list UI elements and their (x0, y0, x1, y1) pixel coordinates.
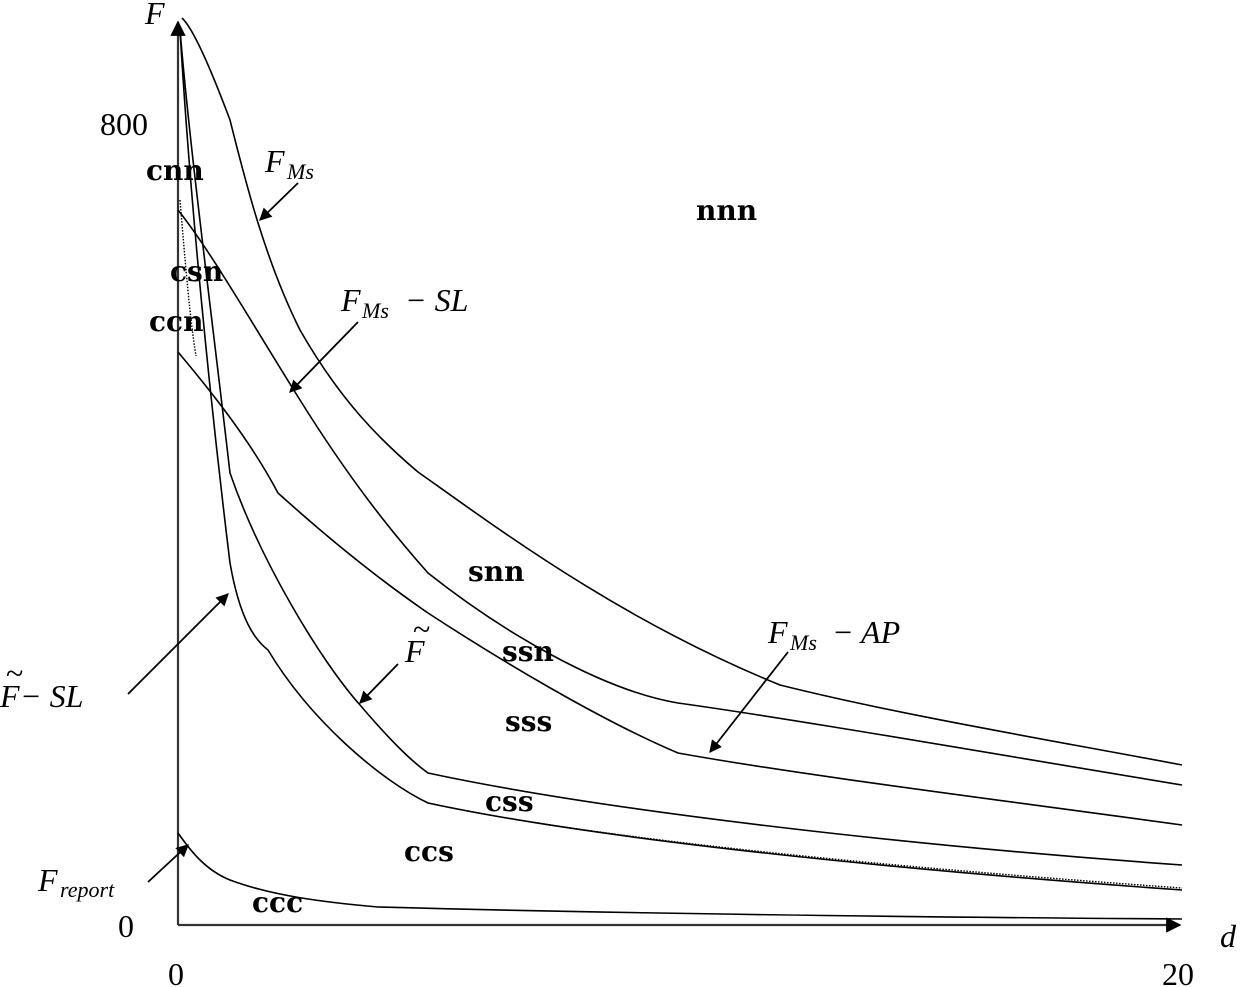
arrow-f-ms-sl (289, 321, 359, 393)
label-f-ms-sub: Ms (286, 159, 314, 184)
label-f-ms-sl-main: F (340, 282, 361, 318)
label-f-ms-main: F (264, 143, 285, 179)
label-f-ms-ap-sub: Ms (789, 630, 817, 655)
curve-f-ms-sl (177, 209, 1183, 786)
label-f-report-main: F (37, 862, 58, 898)
curve-f-tilde-sl (179, 29, 1183, 891)
region-ssn: ssn (502, 635, 554, 668)
label-f-ms-ap: F Ms − AP (767, 614, 900, 655)
region-cnn: cnn (146, 154, 204, 187)
region-snn: snn (468, 555, 524, 588)
arrow-f-ms (259, 182, 299, 221)
label-f-report-sub: report (60, 877, 115, 902)
label-f-ms-ap-main: F (767, 614, 788, 650)
region-ccs: ccs (404, 835, 454, 868)
region-nnn: nnn (696, 194, 757, 227)
arrow-f-tilde-sl (127, 593, 229, 695)
label-f-tilde-sl-main: F (0, 678, 20, 714)
y-axis-label: F (144, 0, 165, 31)
x-tick-0: 0 (168, 956, 184, 987)
arrow-f-ms-ap (709, 651, 789, 753)
region-ccn: ccn (149, 305, 203, 338)
curve-dotted-tail (427, 802, 1183, 889)
label-f-ms-sl: F Ms − SL (340, 282, 468, 323)
label-f-ms-sl-sub: Ms (361, 298, 389, 323)
label-f-tilde-sl-op: − SL (20, 678, 83, 714)
tilde-mark: ~ (6, 655, 23, 691)
region-ccc: ccc (252, 886, 303, 919)
label-f-tilde-main: F (404, 633, 425, 669)
region-sss: sss (505, 705, 552, 738)
region-csn: csn (170, 255, 223, 288)
arrow-f-tilde (359, 663, 399, 704)
curve-f-report (177, 832, 1183, 920)
tilde-mark: ~ (413, 611, 430, 647)
curve-f-ms (181, 17, 1183, 766)
curve-dotted-boundary (179, 199, 197, 357)
region-css: css (485, 785, 534, 818)
arrow-f-report (147, 844, 189, 883)
label-f-tilde: F ~ (404, 611, 430, 669)
curve-f-tilde (179, 29, 1183, 866)
label-f-ms-ap-op: − AP (832, 614, 900, 650)
x-axis-label: d (1220, 918, 1237, 954)
y-tick-0: 0 (118, 908, 134, 944)
x-tick-20: 20 (1162, 956, 1194, 987)
label-f-tilde-sl: F ~ − SL (0, 655, 83, 714)
label-f-ms: F Ms (264, 143, 314, 184)
curve-f-ms-ap (177, 351, 1183, 826)
label-f-ms-sl-op: − SL (405, 282, 468, 318)
y-tick-800: 800 (100, 106, 148, 142)
label-f-report: F report (37, 862, 115, 902)
